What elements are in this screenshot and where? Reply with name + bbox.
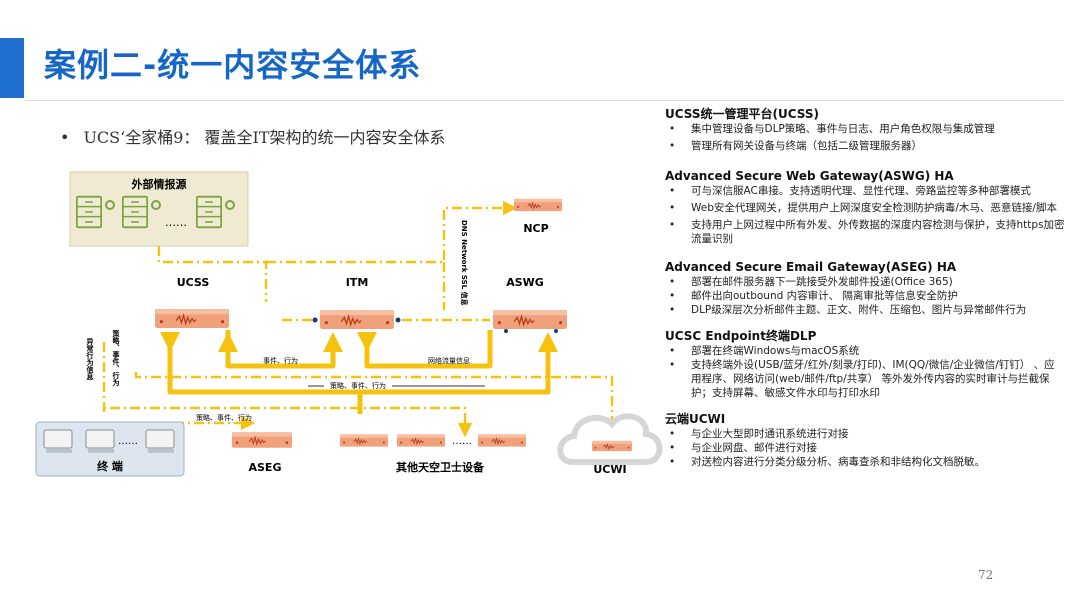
itm-appliance-icon bbox=[320, 310, 394, 329]
bullet-text: 邮件出向outbound 内容审计、 隔离审批等信息安全防护 bbox=[691, 290, 958, 302]
bullet: •部署在终端Windows与macOS系统 bbox=[669, 345, 860, 357]
bullet-text: 部署在终端Windows与macOS系统 bbox=[691, 345, 860, 357]
anomaly-behavior-label: 异常行为信息 bbox=[86, 337, 95, 381]
ucwi-appliance-icon bbox=[592, 440, 632, 452]
threat-ellipsis: …… bbox=[165, 216, 187, 229]
ucss-appliance-icon bbox=[155, 309, 229, 328]
bullet-text: 对送检内容进行分类分级分析、病毒查杀和非结构化文档脱敏。 bbox=[691, 456, 985, 468]
other-devices-label: 其他天空卫士设备 bbox=[396, 460, 485, 474]
ucwi-cloud-icon bbox=[557, 413, 663, 465]
bullet-text: DLP级深层次分析邮件主题、正文、附件、压缩包、图片与异常邮件行为 bbox=[691, 304, 1027, 316]
section-aseg: Advanced Secure Email Gateway(ASEG) HA •… bbox=[665, 260, 1065, 317]
section-title: UCSS统一管理平台(UCSS) bbox=[665, 107, 820, 121]
aswg-label: ASWG bbox=[506, 276, 544, 289]
endpoint-label: 终 端 bbox=[97, 459, 123, 473]
bullet-text: 管理所有网关设备与终端（包括二级管理服务器） bbox=[691, 140, 922, 152]
aseg-appliance-icon bbox=[232, 432, 292, 448]
section-title: UCSC Endpoint终端DLP bbox=[665, 329, 817, 343]
threat-link-1-icon bbox=[105, 200, 115, 210]
bullet: •邮件出向outbound 内容审计、 隔离审批等信息安全防护 bbox=[669, 290, 958, 302]
bullet: •部署在邮件服务器下一跳接受外发邮件投递(Office 365) bbox=[669, 276, 953, 288]
section-title: 云端UCWI bbox=[665, 412, 726, 426]
bullet-text: 与企业网盘、邮件进行对接 bbox=[691, 442, 817, 454]
threat-link-2-icon bbox=[151, 200, 161, 210]
bullet-text: Web安全代理网关，提供用户上网深度安全检测防护病毒/木马、恶意链接/脚本 bbox=[691, 202, 1057, 214]
itm-label: ITM bbox=[346, 276, 369, 289]
bullet: •与企业网盘、邮件进行对接 bbox=[669, 442, 817, 454]
bullet-text: 支持终端外设(USB/蓝牙/红外/刻录/打印)、IM(QQ/微信/企业微信/钉钉… bbox=[691, 359, 1055, 399]
bullet: •与企业大型即时通讯系统进行对接 bbox=[669, 428, 849, 440]
section-ucsc: UCSC Endpoint终端DLP •部署在终端Windows与macOS系统… bbox=[665, 329, 1065, 400]
threat-link-3-icon bbox=[225, 200, 235, 210]
bullet-text: 与企业大型即时通讯系统进行对接 bbox=[691, 428, 849, 440]
bullet-text: 支持用户上网过程中所有外发、外传数据的深度内容检测与保护，支持https加密流量… bbox=[691, 219, 1065, 245]
bullet-text: 集中管理设备与DLP策略、事件与日志、用户角色权限与集成管理 bbox=[691, 123, 995, 135]
bullet-text: 可与深信服AC串接。支持透明代理、显性代理、旁路监控等多种部署模式 bbox=[691, 185, 1031, 197]
section-title: Advanced Secure Email Gateway(ASEG) HA bbox=[665, 260, 957, 274]
aseg-label: ASEG bbox=[249, 461, 282, 474]
other-ellipsis: …… bbox=[452, 436, 472, 447]
title-divider bbox=[24, 100, 1064, 101]
ncp-appliance-icon bbox=[514, 198, 562, 212]
slide-title: 案例二-统一内容安全体系 bbox=[44, 46, 422, 84]
other-device-2-icon bbox=[397, 434, 445, 447]
bullet: •Web安全代理网关，提供用户上网深度安全检测防护病毒/木马、恶意链接/脚本 bbox=[669, 202, 1057, 214]
bullet: •支持终端外设(USB/蓝牙/红外/刻录/打印)、IM(QQ/微信/企业微信/钉… bbox=[669, 359, 1055, 399]
events-behavior-label: 事件、行为 bbox=[263, 356, 298, 365]
policy-events-label-2: 策略、事件、行为 bbox=[196, 413, 252, 422]
dns-network-label: DNS Network SSL 信息 bbox=[460, 220, 469, 306]
bullet: •DLP级深层次分析邮件主题、正文、附件、压缩包、图片与异常邮件行为 bbox=[669, 304, 1027, 316]
title-accent-bar bbox=[0, 38, 24, 98]
page-number: 72 bbox=[978, 568, 994, 582]
bullet: •对送检内容进行分类分级分析、病毒查杀和非结构化文档脱敏。 bbox=[669, 456, 985, 468]
ucss-label: UCSS bbox=[177, 276, 210, 289]
bullet: •可与深信服AC串接。支持透明代理、显性代理、旁路监控等多种部署模式 bbox=[669, 185, 1031, 197]
other-device-1-icon bbox=[340, 434, 388, 447]
bullet: •集中管理设备与DLP策略、事件与日志、用户角色权限与集成管理 bbox=[669, 123, 995, 135]
ucwi-label: UCWI bbox=[593, 463, 626, 476]
bullet: •支持用户上网过程中所有外发、外传数据的深度内容检测与保护，支持https加密流… bbox=[669, 219, 1065, 245]
endpoint-ellipsis: …… bbox=[118, 436, 138, 447]
bullet-text: 部署在邮件服务器下一跳接受外发邮件投递(Office 365) bbox=[691, 276, 953, 288]
subtitle-text: UCS‘全家桶9： 覆盖全IT架构的统一内容安全体系 bbox=[83, 128, 446, 147]
threat-source-label: 外部情报源 bbox=[131, 177, 187, 191]
section-aswg: Advanced Secure Web Gateway(ASWG) HA •可与… bbox=[665, 169, 1065, 246]
slide-subtitle: •UCS‘全家桶9： 覆盖全IT架构的统一内容安全体系 bbox=[60, 128, 446, 147]
section-title: Advanced Secure Web Gateway(ASWG) HA bbox=[665, 169, 954, 183]
policy-events-label: 策略、事件、行为 bbox=[330, 381, 386, 390]
right-panel: UCSS统一管理平台(UCSS) •集中管理设备与DLP策略、事件与日志、用户角… bbox=[665, 107, 1065, 469]
bullet: •管理所有网关设备与终端（包括二级管理服务器） bbox=[669, 140, 922, 152]
aswg-appliance-icon bbox=[493, 310, 567, 329]
left-policy-label: 策略、事件、行为 bbox=[112, 329, 121, 387]
ncp-label: NCP bbox=[523, 222, 548, 235]
section-ucwi: 云端UCWI •与企业大型即时通讯系统进行对接 •与企业网盘、邮件进行对接 •对… bbox=[665, 412, 1065, 469]
section-ucss: UCSS统一管理平台(UCSS) •集中管理设备与DLP策略、事件与日志、用户角… bbox=[665, 107, 1065, 153]
other-device-3-icon bbox=[478, 434, 526, 447]
network-traffic-label: 网络流量信息 bbox=[428, 356, 470, 365]
